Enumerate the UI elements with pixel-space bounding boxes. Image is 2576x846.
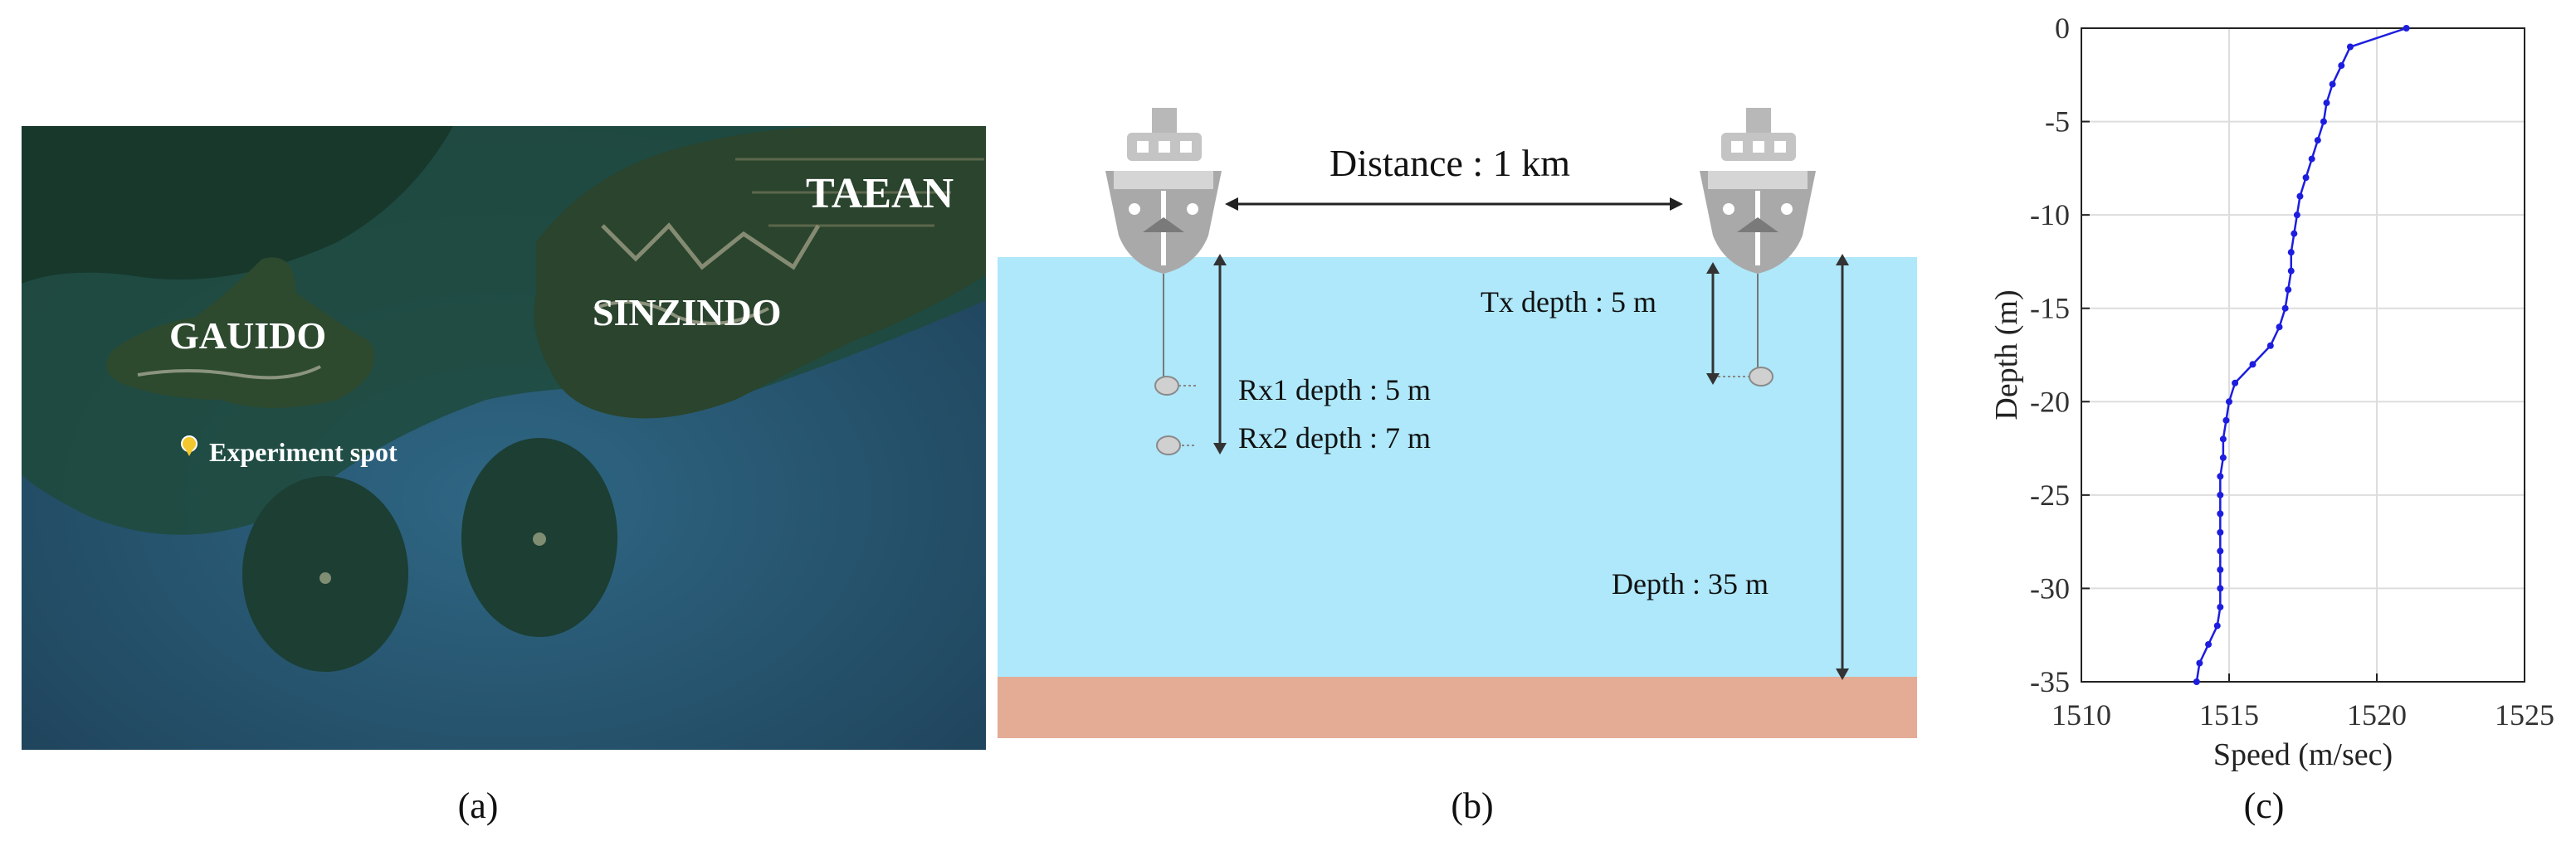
x-tick-label: 1520 [2347,698,2407,732]
rx2-depth-label: Rx2 depth : 7 m [1238,421,1431,455]
data-point [2217,510,2224,518]
y-tick-label: -15 [2030,292,2070,325]
experiment-schematic: Rx1 depth : 5 m Rx2 depth : 7 m Tx depth… [998,108,1917,738]
data-point [2346,43,2354,51]
tx-projector [1749,367,1773,387]
map-panel: GAUIDO SINZINDO TAEAN Experiment spot [22,126,986,750]
y-tick-label: 0 [2055,12,2070,45]
data-point [2338,62,2345,70]
rx2-hydrophone [1156,435,1181,455]
data-point [2226,398,2232,406]
y-tick-label: -20 [2030,385,2070,418]
data-point [2249,361,2256,368]
seabed [998,677,1917,738]
rx1-depth-label: Rx1 depth : 5 m [1238,373,1431,406]
data-point [2293,212,2300,219]
data-point [2219,454,2227,461]
data-point [2219,435,2227,443]
y-axis-label: Depth (m) [1989,289,2024,420]
chart-panel: 1510 1515 1520 1525 0 -5 -10 -15 -20 -25 -30 -35 Sp… [1959,0,2576,780]
data-point [2276,323,2283,331]
northern-coast [22,126,453,284]
x-tick-label: 1515 [2199,698,2259,732]
caption-a: (a) [457,785,499,826]
rx1-hydrophone [1154,376,1179,396]
x-tick-label: 1510 [2052,698,2111,732]
data-point [2196,659,2203,667]
ship-tx-icon [1700,108,1816,274]
data-point [2403,25,2410,32]
caption-c: (c) [2243,785,2285,826]
label-gauido: GAUIDO [169,314,326,357]
data-point [2217,547,2224,555]
sound-speed-profile-chart: 1510 1515 1520 1525 0 -5 -10 -15 -20 -25 -30 -35 Sp… [1989,12,2554,772]
data-point [2217,473,2224,480]
tx-depth-label: Tx depth : 5 m [1481,285,1656,318]
x-tick-label: 1525 [2495,698,2554,732]
data-point [2217,528,2224,536]
data-point [2193,678,2200,685]
caption-b: (b) [1451,785,1494,826]
data-point [2281,304,2289,312]
y-tick-label: -25 [2030,479,2070,512]
data-point [2320,118,2327,125]
data-point [2205,640,2213,648]
data-point [2217,603,2224,610]
data-point [2296,192,2304,200]
data-point [2287,249,2295,256]
data-point [2314,137,2321,144]
satellite-map: GAUIDO SINZINDO TAEAN Experiment spot [22,126,986,750]
data-point [2302,174,2310,182]
plot-frame [2081,27,2525,683]
schematic-panel: Rx1 depth : 5 m Rx2 depth : 7 m Tx depth… [998,100,1917,746]
data-point [2308,155,2315,163]
label-sinzindo: SINZINDO [593,291,782,333]
sinzindo-island [534,126,986,419]
location-pin-icon [181,435,198,456]
label-experiment-spot: Experiment spot [209,437,398,467]
data-point [2232,379,2239,387]
label-taean: TAEAN [806,170,954,217]
y-tick-label: -30 [2030,571,2070,605]
y-tick-label: -10 [2030,198,2070,231]
data-point [2287,267,2295,275]
water-column [998,257,1917,677]
ship-rx-icon [1105,108,1222,274]
total-depth-label: Depth : 35 m [1612,567,1769,600]
data-point [2285,286,2292,294]
data-point [2213,622,2221,630]
data-point [2217,491,2224,498]
data-point [2266,342,2274,349]
speed-profile-line [2195,27,2407,683]
data-point [2217,566,2224,573]
data-point [2291,230,2298,237]
data-point [2329,80,2336,88]
data-point [2222,416,2230,424]
data-point [2217,585,2224,592]
y-tick-label: -35 [2030,665,2070,698]
y-tick-label: -5 [2045,105,2070,139]
x-axis-label: Speed (m/sec) [2213,737,2393,772]
data-point [2323,100,2330,107]
distance-label: Distance : 1 km [1329,142,1570,184]
